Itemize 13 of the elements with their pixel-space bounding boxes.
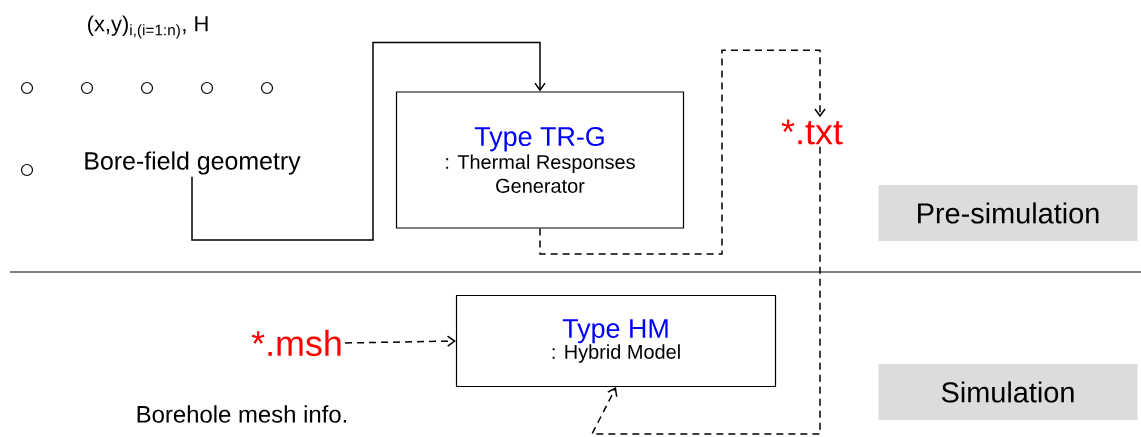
coordinate-label: (x,y)$_{i,(i=1:n)}$, H (88, 15, 208, 39)
process-box: Type TR-G : Thermal Responses Generator (395, 91, 685, 229)
arrow (344, 335, 456, 347)
caption-text: Borehole mesh info. (137, 405, 347, 423)
process-box: Type HM : Hybrid Model (455, 294, 777, 388)
arrow (590, 145, 821, 435)
stage-band: Simulation (878, 364, 1138, 420)
file-label: *.msh (251, 329, 341, 357)
file-label: *.txt (781, 119, 843, 145)
arrow (539, 49, 826, 255)
caption-text: Bore-field geometry (85, 151, 301, 175)
arrow (191, 41, 546, 241)
stage-band: Pre-simulation (878, 185, 1138, 241)
